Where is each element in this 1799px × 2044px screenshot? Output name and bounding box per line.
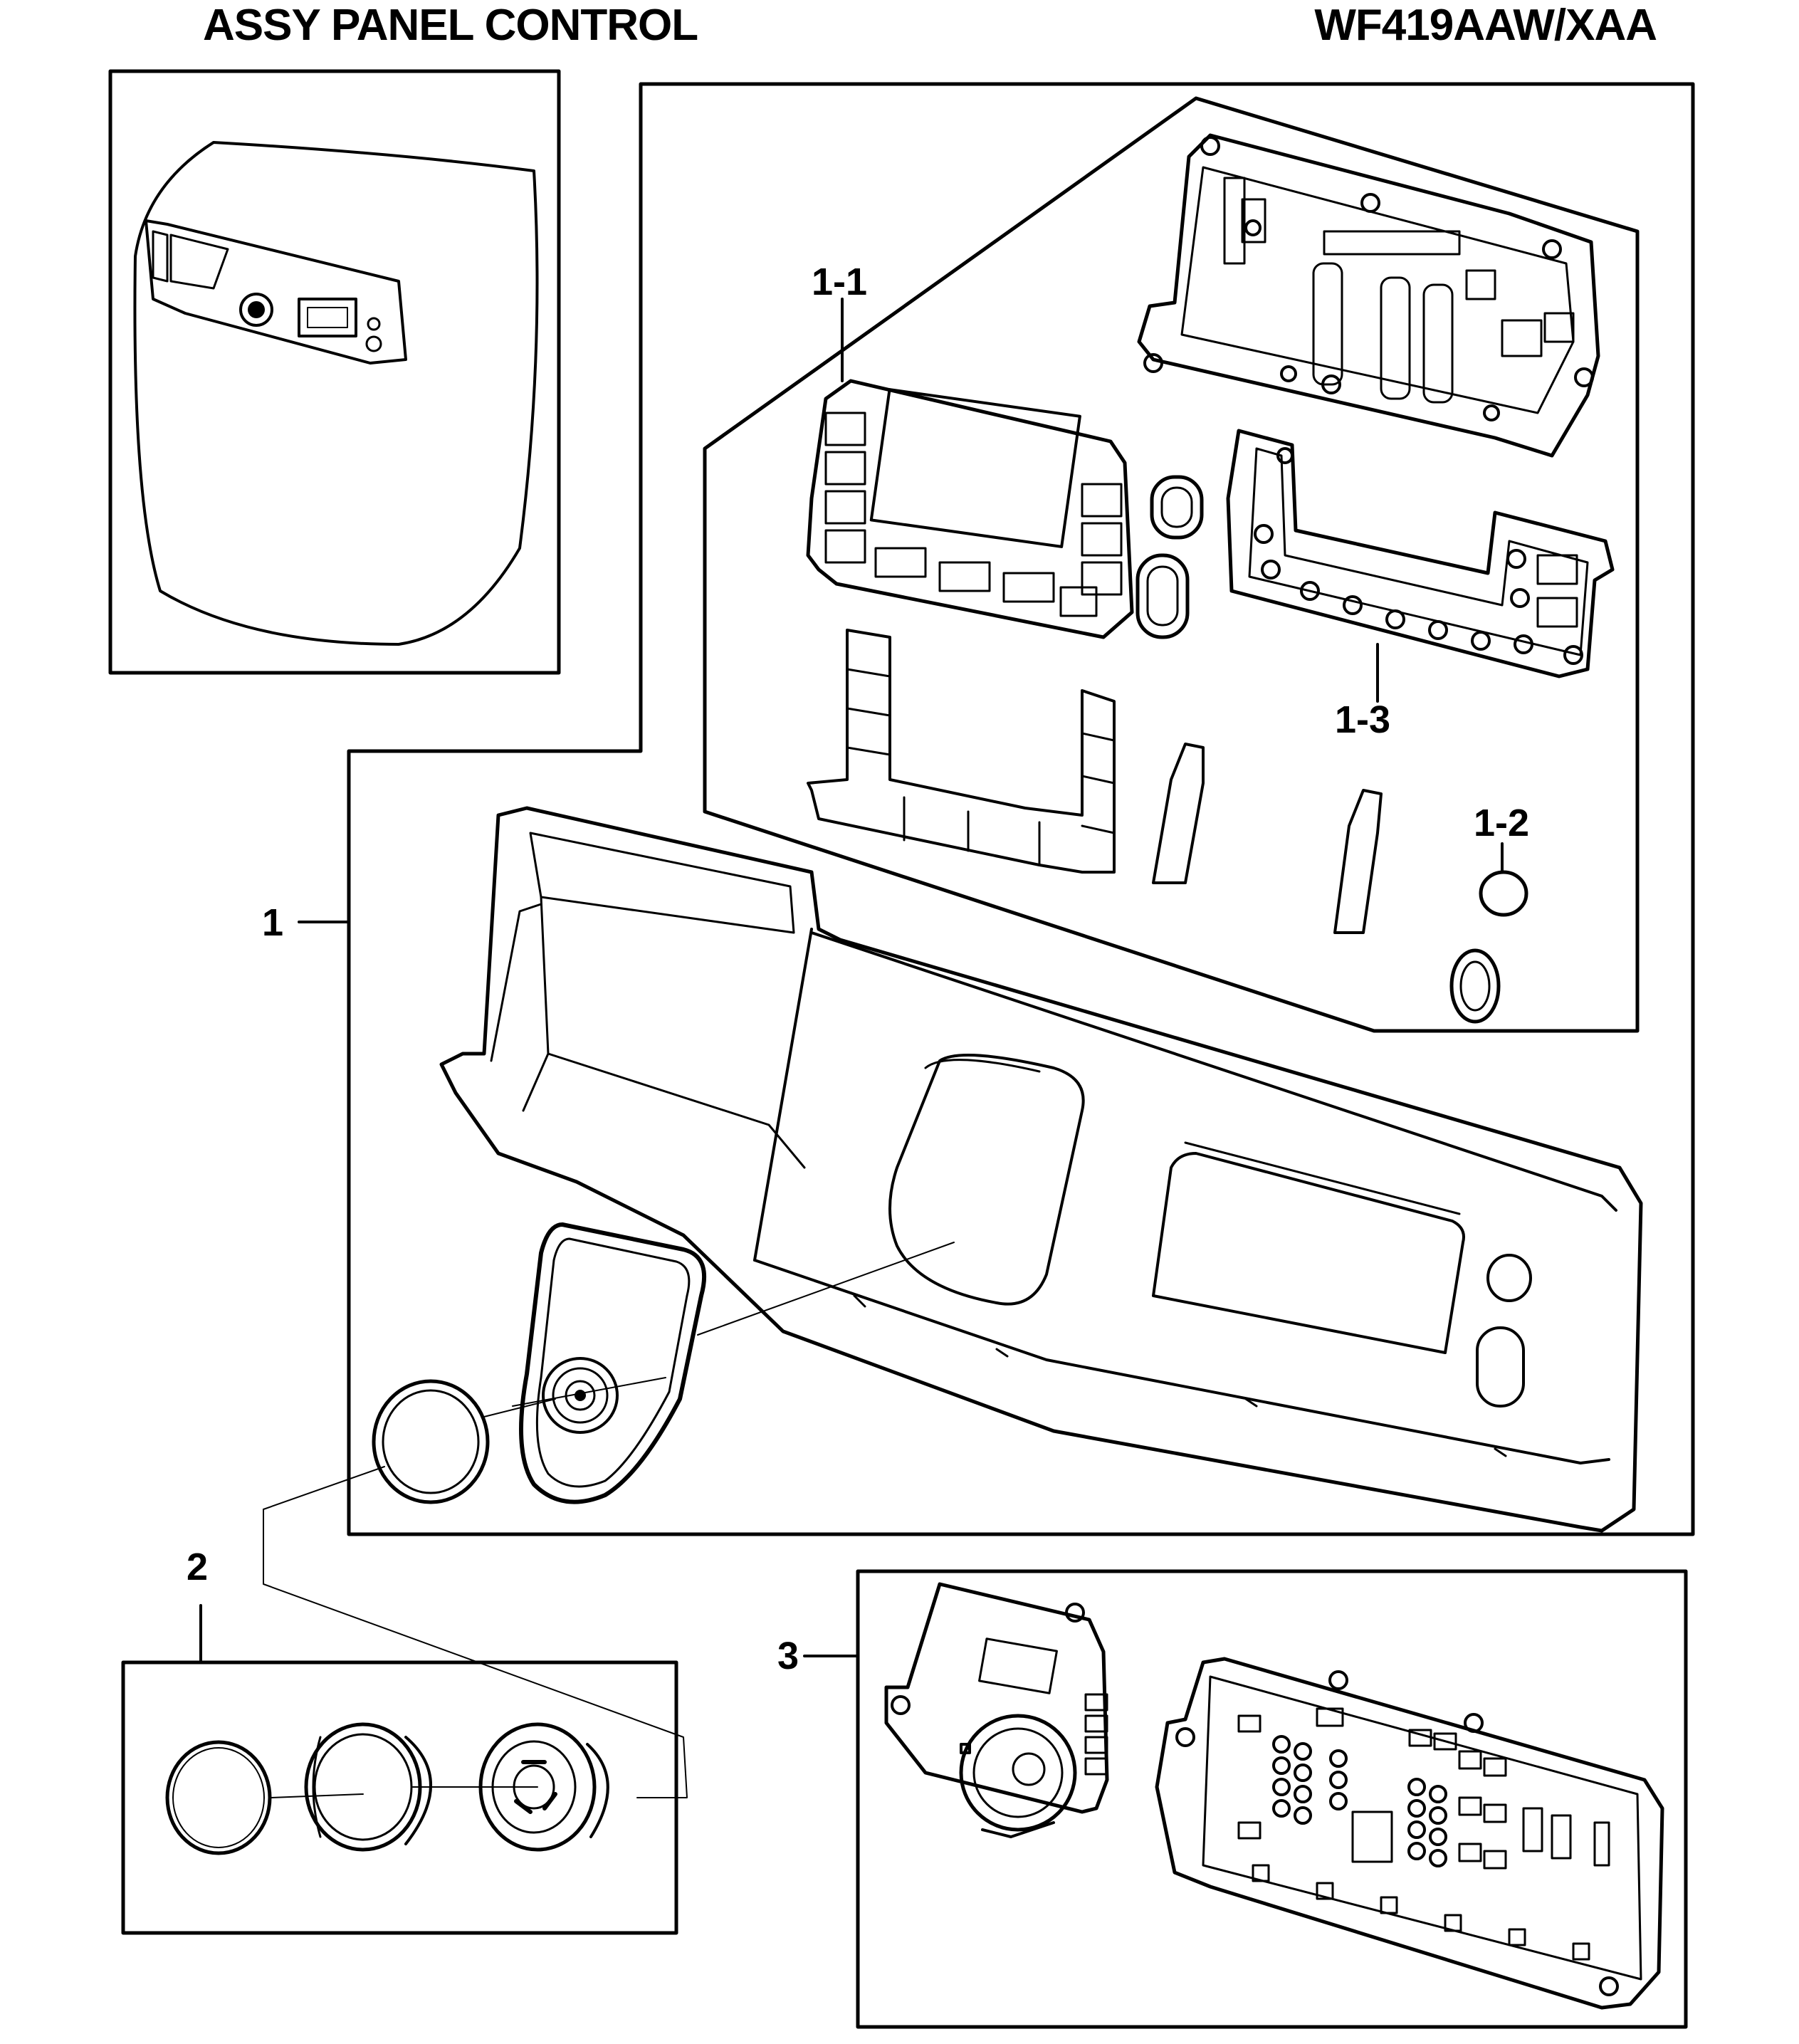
dial-gasket [513,1225,954,1502]
callout-2: 2 [187,1546,209,1588]
button-cap-1-2 [1452,844,1526,1022]
diagram-title: ASSY PANEL CONTROL [203,1,698,50]
callout-1-2: 1-2 [1474,802,1530,844]
callout-1: 1 [262,901,284,944]
dial-knob-assembly-2 [123,1509,687,1933]
main-pcb-assembly-3 [804,1571,1686,2027]
dial-ring [263,1381,555,1509]
assembly-1-frame [349,84,1693,1534]
pcb-mounting-plate [1139,135,1598,456]
model-number: WF419AAW/XAA [1314,1,1657,50]
button-frame-1-3 [1228,431,1612,701]
indicator-strips [1153,744,1381,933]
callout-3: 3 [777,1635,799,1677]
washer-overview-inset [110,71,559,673]
light-guide [808,630,1114,872]
control-panel-housing [441,808,1641,1531]
callout-1-1: 1-1 [812,261,868,303]
display-bezel-1-1 [808,299,1202,637]
callout-1-3: 1-3 [1335,698,1391,741]
subassembly-box [705,98,1637,1031]
